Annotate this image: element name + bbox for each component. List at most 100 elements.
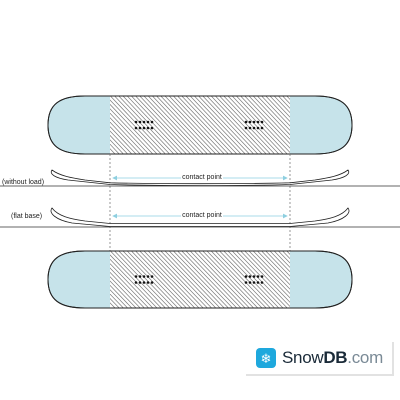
insert-hole [146, 126, 150, 130]
core-stripe [143, 96, 200, 154]
core-stripe [152, 251, 208, 308]
core-stripe [152, 96, 208, 154]
core-stripe [227, 251, 284, 308]
core-stripe [122, 96, 179, 154]
core-stripe [110, 263, 154, 308]
core-stripe [265, 251, 290, 277]
snowdb-logo[interactable]: ❄ SnowDB.com [246, 342, 394, 376]
insert-hole [248, 275, 252, 278]
insert-hole [260, 120, 264, 124]
core-stripe [110, 112, 149, 154]
logo-text-db: DB [323, 348, 348, 367]
core-stripe [110, 293, 124, 308]
core-stripe [206, 251, 263, 308]
core-stripe [110, 289, 128, 308]
board-upper-stripes [110, 96, 290, 154]
core-stripe [118, 96, 175, 154]
core-stripe [143, 251, 200, 308]
core-stripe [135, 251, 191, 308]
insert-hole [252, 275, 256, 278]
core-stripe [173, 96, 229, 154]
core-stripe [164, 96, 221, 154]
insert-hole [138, 281, 142, 284]
insert-hole [138, 120, 142, 124]
core-stripe [110, 126, 137, 154]
core-stripe [265, 96, 290, 123]
insert-hole [150, 126, 154, 130]
core-stripe [126, 251, 183, 308]
core-stripe [110, 139, 124, 154]
core-stripe [110, 258, 158, 308]
core-stripe [173, 251, 229, 308]
core-stripe [135, 96, 191, 154]
core-stripe [110, 267, 149, 308]
core-stripe [131, 96, 187, 154]
core-stripe [240, 251, 290, 303]
core-stripe [198, 96, 254, 154]
core-stripe [147, 96, 204, 154]
core-stripe [122, 251, 179, 308]
core-stripe [110, 271, 145, 308]
core-stripe [110, 134, 128, 154]
insert-hole [256, 281, 260, 284]
core-stripe [160, 251, 217, 308]
insert-hole [248, 120, 252, 124]
core-stripe [219, 96, 275, 154]
core-stripe [156, 251, 212, 308]
insert-hole [260, 126, 264, 130]
core-stripe [147, 251, 204, 308]
contact-label-bg-1 [181, 172, 223, 181]
core-stripe [139, 96, 196, 154]
insert-hole [260, 281, 264, 284]
without-load-label: (without load) [2, 179, 44, 186]
core-stripe [227, 96, 284, 154]
core-stripe [110, 108, 154, 154]
insert-hole [138, 126, 142, 130]
insert-hole [244, 281, 248, 284]
core-stripe [168, 251, 225, 308]
core-stripe [160, 96, 217, 154]
core-stripe [110, 130, 133, 154]
insert-hole [142, 120, 146, 124]
core-stripe [181, 251, 238, 308]
core-stripe [252, 96, 290, 136]
insert-hole [134, 281, 138, 284]
board-top-view-lower [47, 250, 353, 309]
core-stripe [110, 96, 166, 154]
core-stripe [110, 284, 133, 308]
core-stripe [185, 96, 242, 154]
core-stripe [177, 96, 233, 154]
insert-hole [146, 275, 150, 278]
insert-hole [150, 275, 154, 278]
core-stripe [257, 96, 290, 131]
core-stripe [139, 251, 196, 308]
core-stripe [231, 96, 288, 154]
core-stripe [114, 96, 170, 154]
core-stripe [202, 251, 259, 308]
insert-hole [146, 281, 150, 284]
insert-hole [256, 120, 260, 124]
binding-inserts-lower [134, 275, 264, 284]
core-stripe [202, 96, 259, 154]
core-stripe [110, 254, 162, 308]
logo-text-snow: Snow [282, 348, 324, 367]
core-stripe [110, 280, 137, 308]
insert-hole [134, 275, 138, 278]
core-stripe [114, 251, 170, 308]
insert-hole [244, 275, 248, 278]
contact-point-label-without-load: contact point [182, 174, 222, 181]
core-stripe [110, 276, 141, 308]
contact-label-bg-2 [181, 210, 223, 219]
core-stripe [131, 251, 187, 308]
core-stripe [236, 251, 290, 308]
insert-hole [256, 275, 260, 278]
logo-text-com: .com [347, 348, 383, 367]
core-stripe [110, 251, 166, 308]
core-stripe [273, 251, 290, 268]
insert-hole [150, 281, 154, 284]
core-stripe [110, 117, 145, 154]
core-stripe [215, 96, 271, 154]
snowflake-icon: ❄ [256, 348, 276, 368]
core-stripe [215, 251, 271, 308]
